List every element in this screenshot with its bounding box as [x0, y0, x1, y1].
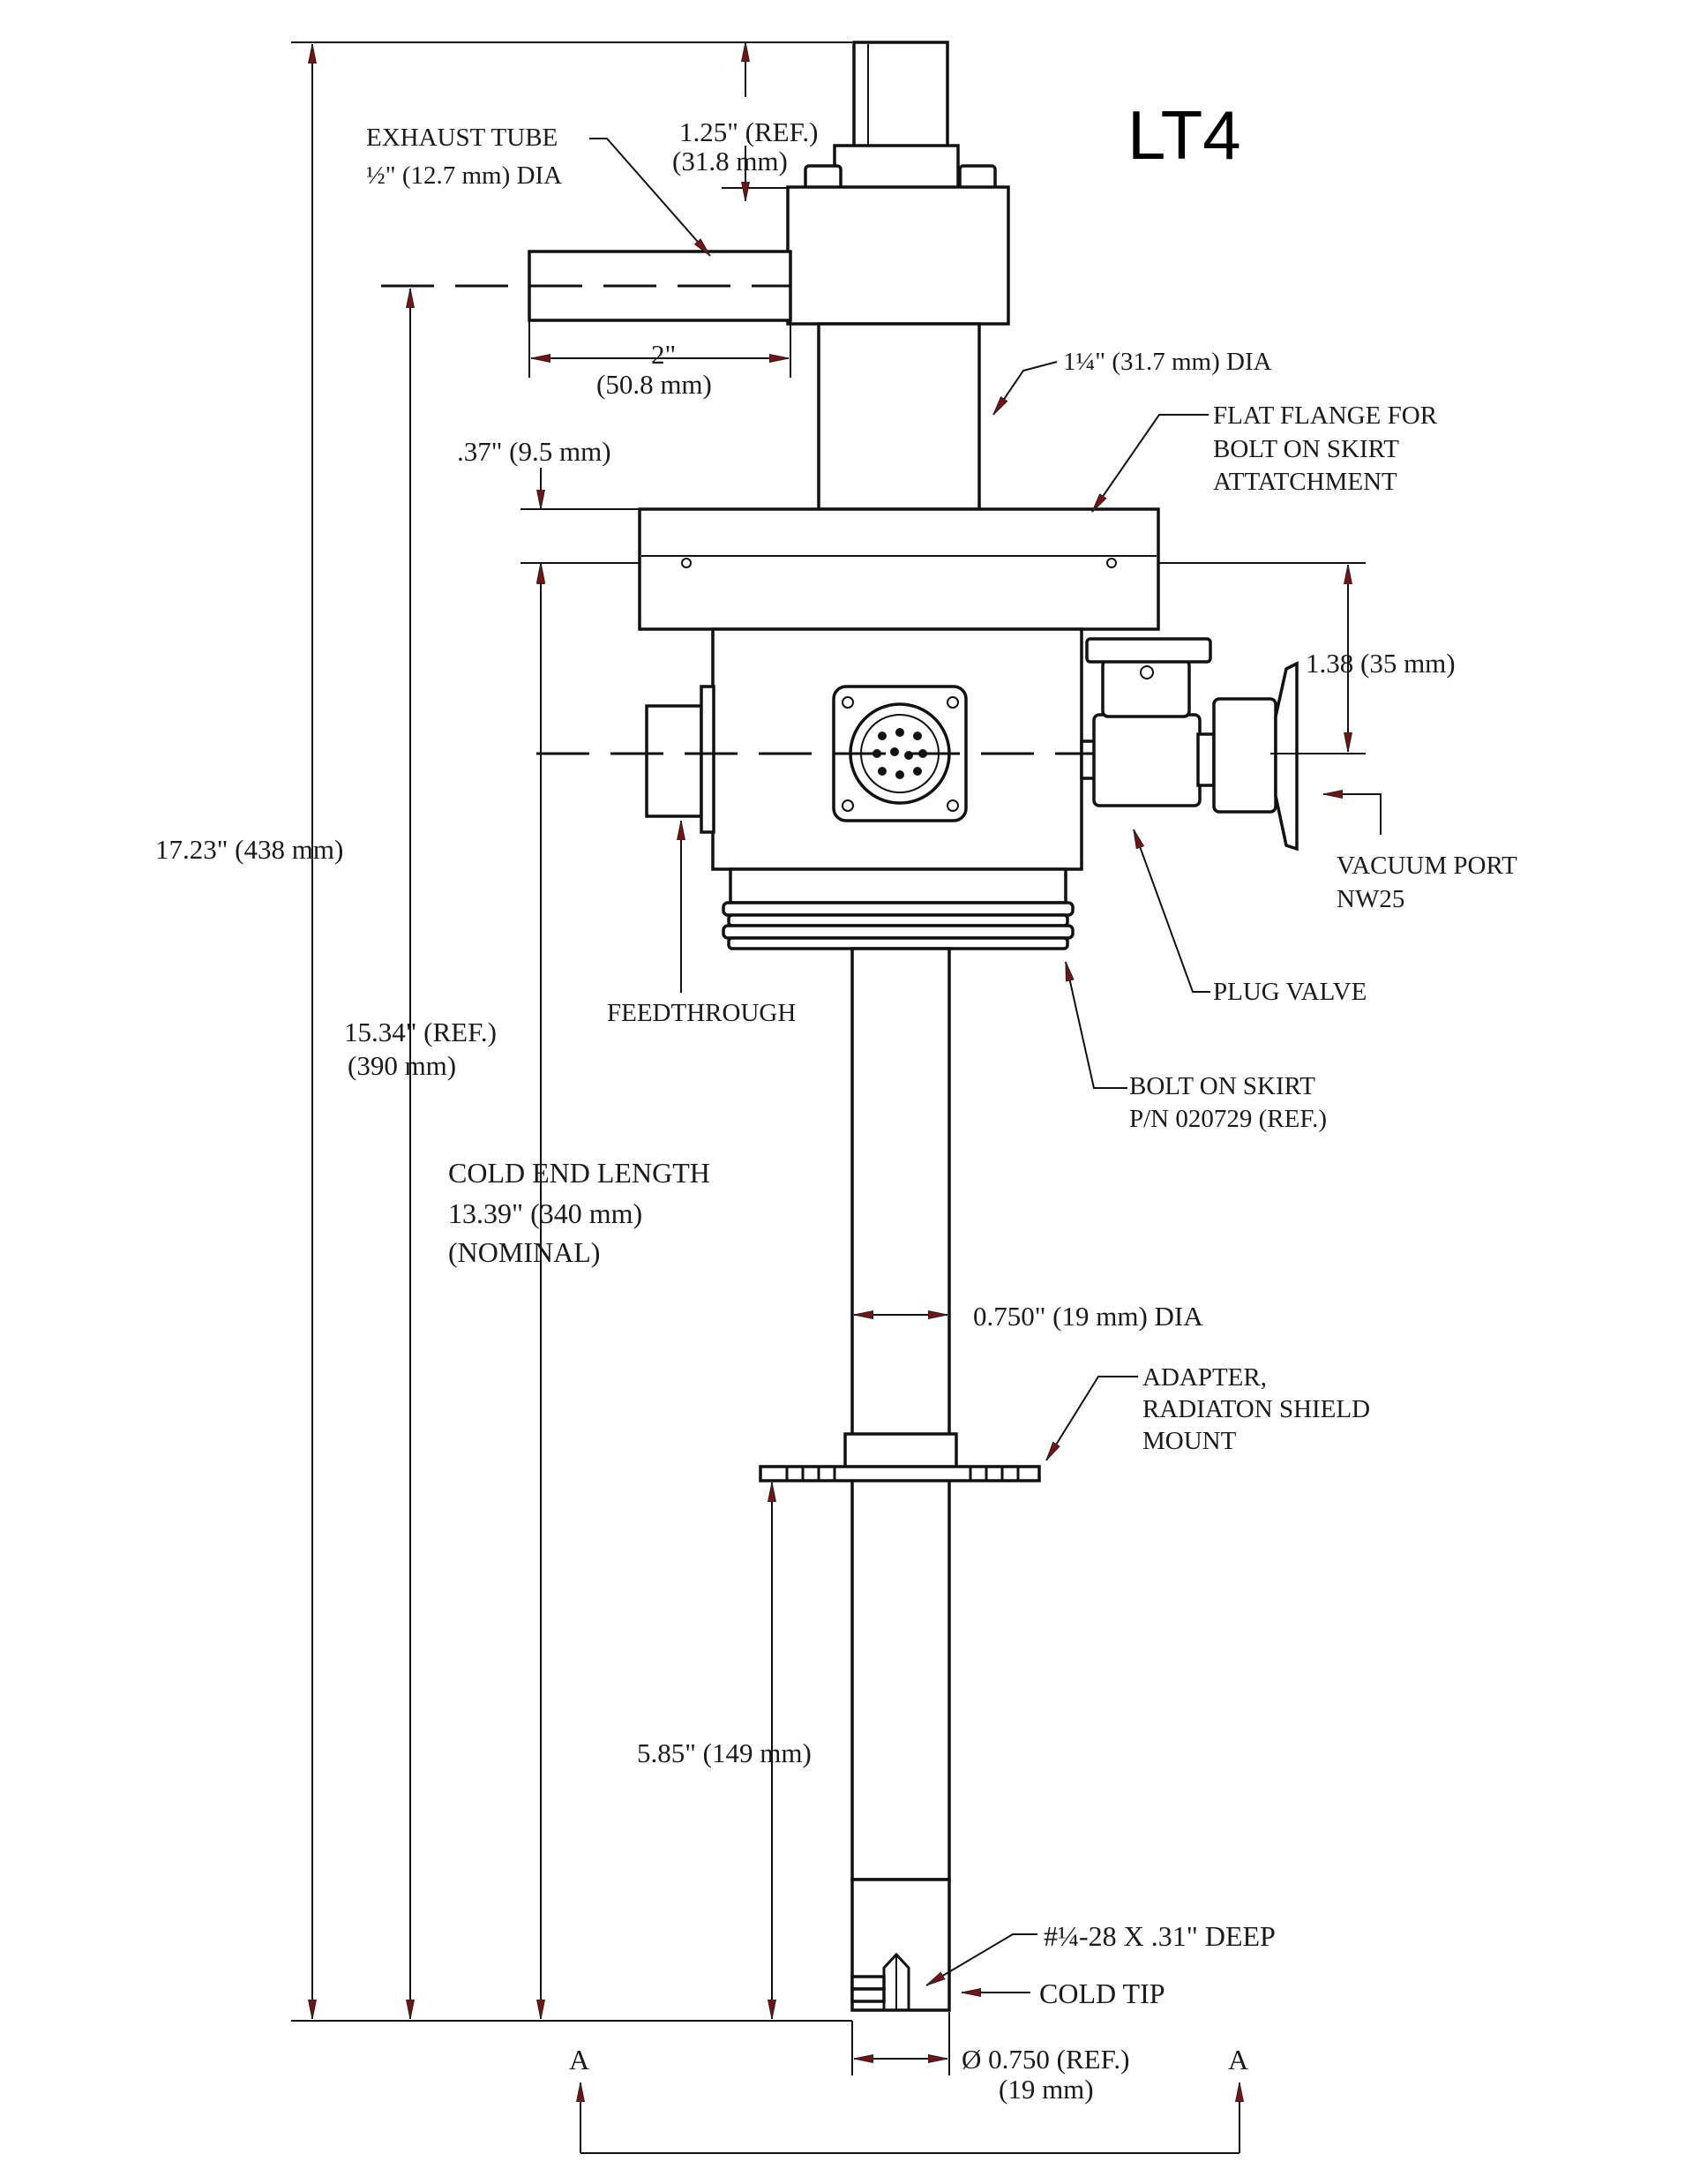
cold-finger-tube: [850, 947, 951, 1881]
label-adapter-2: RADIATON SHIELD: [1142, 1395, 1370, 1423]
label-ref-0750: Ø 0.750 (REF.): [962, 2044, 1129, 2075]
label-flange-2: BOLT ON SKIRT: [1213, 435, 1399, 463]
label-cold-end: COLD END LENGTH: [448, 1157, 710, 1189]
label-flange-3: ATTATCHMENT: [1213, 468, 1397, 496]
label-vacuum-port: VACUUM PORT: [1337, 852, 1517, 880]
cold-tip: [850, 1878, 951, 2012]
label-vacuum-nw25: NW25: [1337, 885, 1404, 913]
label-section-a-right: A: [1228, 2044, 1248, 2075]
upper-column: [817, 322, 981, 511]
flat-flange: [638, 507, 1160, 631]
label-skirt-pn: P/N 020729 (REF.): [1129, 1105, 1327, 1133]
dimension-lines: [312, 42, 1348, 2154]
bolt-on-skirt: [722, 867, 1075, 950]
label-dim-585: 5.85" (149 mm): [637, 1737, 812, 1768]
label-ref-1534: 15.34" (REF.): [344, 1017, 497, 1047]
label-ref-1534-mm: (390 mm): [348, 1050, 456, 1081]
electrical-connector: [832, 685, 968, 822]
label-overall-length: 17.23" (438 mm): [155, 834, 343, 865]
label-dim-138: 1.38 (35 mm): [1306, 648, 1456, 679]
label-dia-0750: 0.750" (19 mm) DIA: [973, 1301, 1203, 1332]
label-skirt: BOLT ON SKIRT: [1129, 1072, 1315, 1100]
cryocooler-body: [528, 41, 1299, 2012]
label-dia-114: 1¼" (31.7 mm) DIA: [1063, 348, 1272, 376]
label-feedthrough: FEEDTHROUGH: [607, 999, 796, 1027]
top-stem: [852, 41, 949, 150]
label-cold-end-value: 13.39" (340 mm): [448, 1197, 642, 1229]
label-exhaust-dia: ½" (12.7 mm) DIA: [366, 161, 562, 190]
label-two-in-mm: (50.8 mm): [596, 369, 712, 400]
label-ref-125: 1.25" (REF.): [679, 116, 818, 147]
drawing-title: LT4: [1127, 96, 1241, 174]
label-thread: #¼-28 X .31" DEEP: [1044, 1920, 1276, 1952]
label-adapter-3: MOUNT: [1142, 1427, 1237, 1455]
label-two-in: 2": [651, 339, 676, 370]
label-ref-125-mm: (31.8 mm): [672, 146, 788, 176]
dimension-labels: EXHAUST TUBE ½" (12.7 mm) DIA 1.25" (REF…: [155, 116, 1517, 2105]
leader-lines: [589, 138, 1382, 1993]
label-cold-end-nominal: (NOMINAL): [448, 1236, 600, 1268]
label-cold-tip: COLD TIP: [1039, 1978, 1165, 2009]
radiation-shield-adapter: [759, 1432, 1041, 1482]
label-dim-037: .37" (9.5 mm): [457, 436, 611, 467]
label-flange-1: FLAT FLANGE FOR: [1213, 402, 1438, 430]
feedthrough-fitting: [645, 685, 715, 834]
exhaust-block: [786, 185, 1010, 326]
label-exhaust-tube: EXHAUST TUBE: [366, 124, 558, 152]
plug-valve: [1080, 637, 1212, 807]
top-cap: [833, 144, 960, 190]
label-section-a-left: A: [569, 2044, 589, 2075]
label-ref-0750-mm: (19 mm): [999, 2074, 1094, 2105]
label-adapter-1: ADAPTER,: [1142, 1363, 1267, 1392]
label-plug-valve: PLUG VALVE: [1213, 978, 1367, 1006]
centerlines: [381, 284, 1094, 755]
vacuum-port: [1196, 661, 1299, 852]
